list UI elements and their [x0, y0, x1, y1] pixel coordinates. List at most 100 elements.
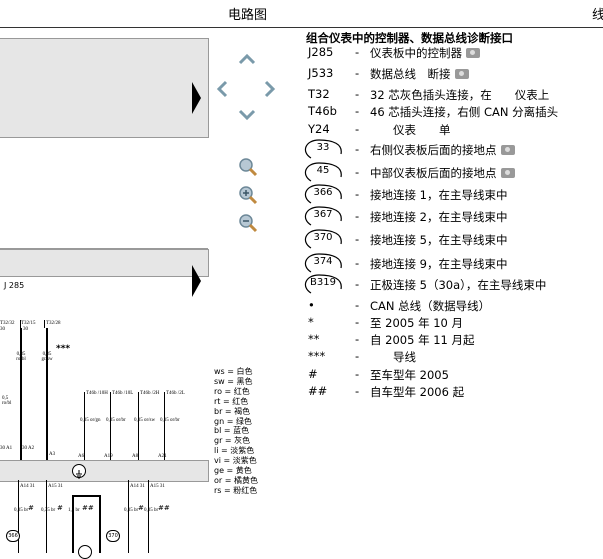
legend-code: B319	[310, 277, 336, 288]
ground-point-symbol: 370	[303, 228, 343, 250]
ground-point-symbol: B319	[303, 273, 343, 295]
legend-description: 接地连接 1，在主导线束中	[370, 187, 507, 203]
wire-label: 0,35 or/br	[160, 418, 180, 423]
legend-description: 自 2005 年 11 月起	[370, 332, 475, 348]
legend-description: 仪表板中的控制器	[370, 45, 480, 61]
legend-description: 中部仪表板后面的接地点	[370, 165, 515, 181]
camera-icon[interactable]	[500, 168, 515, 178]
connector-pin-label: 30 A1	[0, 446, 13, 451]
mark: ##	[158, 504, 170, 512]
pin-label: T46b /2L	[166, 391, 185, 396]
ground-point-symbol: 367	[303, 205, 343, 227]
connector-pin-label: A8	[132, 454, 139, 459]
wire-label: 1,5 br	[68, 508, 80, 513]
legend-description: 32 芯灰色插头连接，在 仪表上	[370, 87, 549, 103]
wire	[164, 392, 165, 460]
ground-point-circle: 366	[6, 530, 20, 542]
legend-dash: -	[355, 104, 360, 118]
wire-label: 0,35 br	[124, 508, 139, 513]
legend-dash: -	[355, 277, 360, 291]
page-title: 电路图	[228, 8, 268, 23]
color-key-item: vi = 淡紫色	[214, 456, 257, 466]
legend-description-text: 至 2005 年 10 月	[370, 316, 464, 330]
legend-dash: -	[355, 122, 360, 136]
legend-dash: -	[355, 142, 360, 156]
pan-left-button[interactable]	[214, 80, 230, 101]
legend-description-text: 仪表板中的控制器	[370, 46, 462, 60]
pin-label: T46b /10H	[86, 391, 108, 396]
legend-description-text: 仪表 单	[370, 123, 451, 137]
wire	[18, 480, 19, 553]
wire	[110, 392, 111, 460]
legend-code: T46b	[308, 104, 337, 118]
legend-code: 370	[313, 232, 333, 243]
legend-code: *	[308, 315, 314, 329]
wire	[46, 480, 47, 553]
pan-right-button[interactable]	[262, 80, 278, 101]
legend-code: 33	[316, 142, 330, 153]
zoom-fit-button[interactable]	[237, 156, 259, 178]
pan-up-button[interactable]	[236, 52, 258, 68]
pin-label: T32/28	[46, 321, 61, 326]
connector-strip	[0, 460, 209, 482]
ground-point-circle: 370	[106, 530, 120, 542]
legend-code: 45	[316, 165, 330, 176]
legend-dash: -	[355, 256, 360, 270]
legend-dash: -	[355, 232, 360, 246]
legend-description-text: 自车型年 2006 起	[370, 385, 465, 399]
pan-down-button[interactable]	[236, 108, 258, 124]
legend-description-text: 导线	[370, 350, 416, 364]
pin-label: A14 31	[130, 484, 145, 489]
legend-code: Y24	[308, 122, 330, 136]
zoom-out-icon	[239, 214, 258, 233]
legend-code: J285	[308, 45, 334, 59]
legend-description: 正极连接 5（30a），在主导线束中	[370, 277, 546, 293]
legend-title: 组合仪表中的控制器、数据总线诊断接口	[306, 31, 513, 45]
zoom-in-button[interactable]	[237, 184, 259, 206]
connector-pin-label: A3	[49, 452, 56, 457]
zoom-out-button[interactable]	[237, 212, 259, 234]
legend-description-text: 数据总线 断接	[370, 67, 451, 81]
wire-label: 0,5 ro/bl	[2, 396, 12, 406]
camera-icon[interactable]	[466, 48, 480, 58]
legend-code: •	[308, 298, 315, 312]
legend-code: #	[308, 367, 318, 381]
color-key-item: sw = 黑色	[214, 376, 253, 386]
mark: ##	[82, 504, 94, 512]
pin-tick	[44, 320, 45, 328]
mark: #	[28, 504, 34, 512]
legend-description-text: 自 2005 年 11 月起	[370, 333, 475, 347]
color-key-item: gn = 绿色	[214, 416, 252, 426]
color-key-item: rs = 粉红色	[214, 485, 258, 495]
wire	[84, 392, 85, 460]
legend-dash: -	[355, 315, 360, 329]
legend-code: **	[308, 332, 320, 346]
legend-dash: -	[355, 349, 360, 363]
wire-color-key: ws = 白色 sw = 黑色 ro = 红色 rt = 红色 br = 褐色 …	[214, 367, 258, 496]
legend-description-text: 接地连接 2，在主导线束中	[370, 210, 508, 224]
pin-number: 30	[0, 327, 5, 332]
color-key-item: li = 淡紫色	[214, 446, 255, 456]
diagram-page-marker-icon	[192, 265, 201, 297]
connector-pin-label: A21	[158, 454, 167, 459]
legend-dash: -	[355, 209, 360, 223]
wire-label: 0,35 or/sw	[134, 418, 156, 423]
zoom-in-icon	[239, 186, 258, 205]
header-divider	[0, 27, 603, 28]
legend-description: 右侧仪表板后面的接地点	[370, 142, 515, 158]
color-key-item: or = 橘黄色	[214, 475, 258, 485]
legend-dash: -	[355, 66, 360, 80]
camera-icon[interactable]	[454, 69, 469, 79]
legend-description-text: 中部仪表板后面的接地点	[370, 166, 497, 180]
connector-pin-label: A6	[78, 454, 85, 459]
module-label: J 285	[4, 281, 25, 290]
connector-pin-label: 30 A2	[22, 446, 35, 451]
legend-dash: -	[355, 187, 360, 201]
wire	[72, 495, 100, 497]
legend-code: 367	[313, 209, 333, 220]
connector-pin-label: A19	[104, 454, 113, 459]
camera-icon[interactable]	[500, 145, 515, 155]
pin-label: A15 31	[150, 484, 165, 489]
legend-description-text: 右侧仪表板后面的接地点	[370, 143, 497, 157]
pin-label: T46b /10L	[112, 391, 134, 396]
